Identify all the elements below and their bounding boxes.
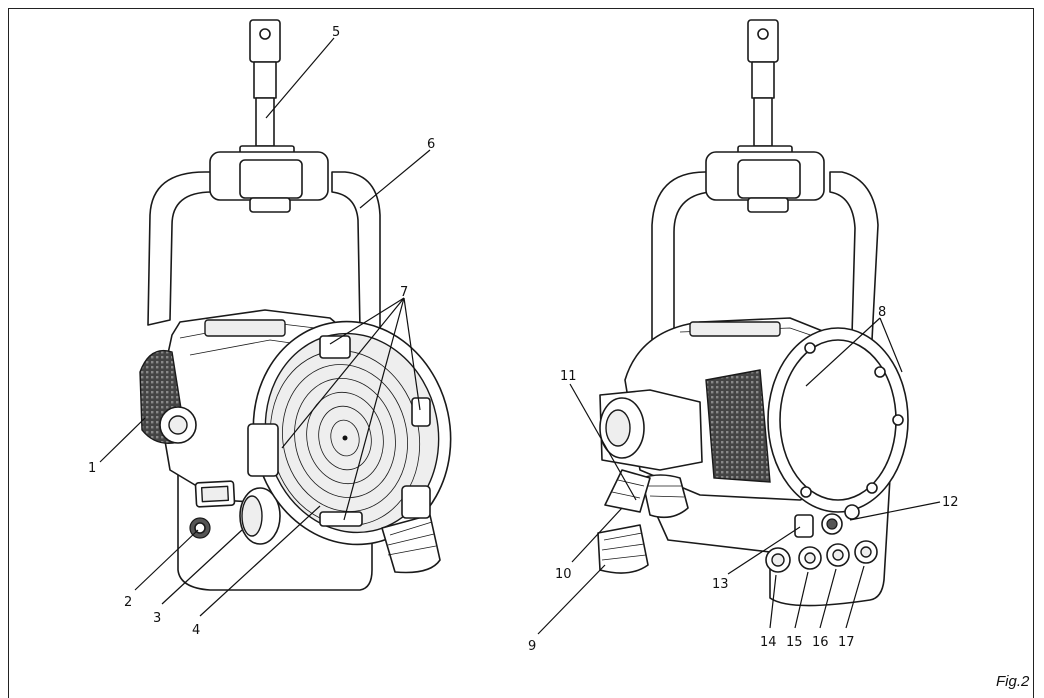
callout-15: 15 xyxy=(786,635,803,650)
yoke-front xyxy=(147,151,381,331)
callout-13: 13 xyxy=(712,577,729,592)
callout-7: 7 xyxy=(400,285,408,300)
leader-lines xyxy=(99,37,941,635)
callout-16: 16 xyxy=(812,635,829,650)
fixture-rear-view xyxy=(597,19,909,607)
yoke-knob-rear xyxy=(599,389,703,471)
callout-6: 6 xyxy=(427,137,435,152)
callout-14: 14 xyxy=(760,635,777,650)
callout-3: 3 xyxy=(153,611,161,626)
connector-panel xyxy=(765,504,878,573)
callout-labels: 1 2 3 4 5 6 7 8 9 10 11 12 13 14 15 16 1… xyxy=(88,25,959,654)
lock-handles-rear xyxy=(597,469,689,574)
spigot-rear xyxy=(737,19,793,159)
callout-11: 11 xyxy=(560,369,577,384)
accessory-clips-front xyxy=(247,335,431,527)
figure-frame xyxy=(8,8,1034,698)
tilt-handle-front xyxy=(381,485,441,574)
callout-5: 5 xyxy=(332,25,340,40)
rear-cover xyxy=(767,327,909,513)
callout-10: 10 xyxy=(555,567,572,582)
callout-2: 2 xyxy=(124,595,132,610)
cooling-grill-rear xyxy=(705,369,771,483)
figure-label: Fig.2 xyxy=(996,673,1030,690)
spigot-front xyxy=(239,19,295,159)
callout-12: 12 xyxy=(942,495,959,510)
callout-4: 4 xyxy=(192,623,200,638)
callout-17: 17 xyxy=(838,635,855,650)
fixture-front-view xyxy=(139,19,452,591)
callout-1: 1 xyxy=(88,461,96,476)
callout-8: 8 xyxy=(878,305,886,320)
control-panel xyxy=(189,480,281,545)
callout-9: 9 xyxy=(528,639,536,654)
